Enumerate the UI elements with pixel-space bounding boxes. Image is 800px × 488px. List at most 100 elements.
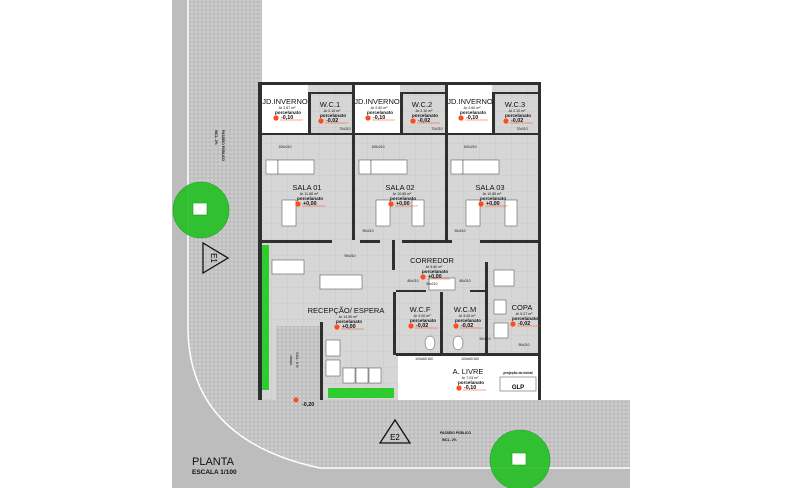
room-name: A. LIVRE bbox=[453, 367, 484, 376]
room-name: JD.INVERNO bbox=[262, 97, 308, 106]
jd-inverno-3 bbox=[448, 85, 492, 133]
room-level: -0,10 bbox=[373, 115, 385, 121]
door-size-label: 80x210 bbox=[426, 282, 437, 286]
glp-label: GLP bbox=[512, 385, 524, 391]
room-name: W.C.2 bbox=[412, 100, 432, 109]
jd-inverno-2 bbox=[355, 85, 400, 133]
ramp-slope: INCL. 8.% bbox=[295, 352, 299, 367]
sidewalk-label-side: PASSEIO PÚBLICO bbox=[221, 130, 226, 161]
curb-line bbox=[187, 0, 630, 469]
roof-projection-label: projeção do beiral bbox=[503, 371, 532, 375]
level-marker-icon bbox=[408, 323, 414, 329]
room-area: Ar 2.10 m² bbox=[324, 109, 342, 113]
walls bbox=[258, 82, 541, 400]
room-level: -0,02 bbox=[511, 118, 523, 124]
level-marker-icon bbox=[295, 201, 301, 207]
level-marker-icon bbox=[334, 324, 340, 330]
door-size-label: 100x60/160 bbox=[415, 357, 433, 361]
sidewalk-label: PASSEIO PÚBLICO bbox=[440, 430, 471, 435]
door-size-label: 70x210 bbox=[431, 127, 442, 131]
jd-inverno-1 bbox=[262, 85, 308, 133]
tree-icon bbox=[172, 181, 551, 488]
level-marker-icon bbox=[453, 323, 459, 329]
planter-left bbox=[262, 245, 269, 390]
room-area: Ar 2.60 m² bbox=[371, 106, 389, 110]
level-marker-icon bbox=[478, 201, 484, 207]
door-size-label: 80x210 bbox=[407, 279, 418, 283]
level-marker-icon bbox=[510, 321, 516, 327]
room-name: COPA bbox=[512, 303, 533, 312]
room-finish: porcelanato bbox=[460, 110, 486, 115]
room-area: Ar 10.85 m² bbox=[483, 192, 503, 196]
room-finish: porcelanato bbox=[512, 316, 538, 321]
door-size-label: 70x210 bbox=[339, 127, 350, 131]
access-ramp bbox=[276, 326, 320, 400]
public-sidewalk bbox=[188, 0, 630, 468]
level-marker-icon bbox=[503, 118, 509, 124]
ramp-level: -0,20 bbox=[302, 402, 314, 408]
door-size-label: 90x210 bbox=[518, 343, 529, 347]
room-name: SALA 01 bbox=[292, 183, 321, 192]
room-level: +0,00 bbox=[342, 324, 356, 330]
room-area: Ar 10.85 m² bbox=[393, 192, 413, 196]
door-size-label: 90x210 bbox=[344, 254, 355, 258]
svg-text:E2: E2 bbox=[390, 433, 400, 442]
room-name: W.C.1 bbox=[320, 100, 340, 109]
room-finish: porcelanato bbox=[367, 110, 393, 115]
door-size-label: 100x210 bbox=[371, 145, 384, 149]
svg-text:E1: E1 bbox=[209, 253, 218, 263]
room-area: Ar 2.60 m² bbox=[464, 106, 482, 110]
room-level: -0,02 bbox=[461, 323, 473, 329]
room-finish: porcelanato bbox=[412, 113, 438, 118]
room-finish: porcelanato bbox=[297, 196, 323, 201]
level-marker-icon bbox=[365, 115, 371, 121]
room-finish: porcelanato bbox=[275, 110, 301, 115]
level-marker-icon bbox=[410, 118, 416, 124]
level-marker-icon bbox=[420, 274, 426, 280]
room-name: W.C.M bbox=[454, 305, 477, 314]
level-marker-icon bbox=[458, 115, 464, 121]
room-area: Ar 14.50 m² bbox=[339, 315, 359, 319]
room-name: SALA 03 bbox=[475, 183, 504, 192]
sidewalk-slope: INCL. 2% bbox=[442, 438, 457, 442]
door-size-label: 90x210 bbox=[454, 229, 465, 233]
room-level: +0,00 bbox=[486, 201, 500, 207]
room-area: Ar 5.27 m² bbox=[516, 312, 534, 316]
room-area: Ar 3.00 m² bbox=[459, 314, 477, 318]
elevation-marker-e2: E2 bbox=[378, 418, 412, 444]
room-area: Ar 2.87 m² bbox=[279, 106, 297, 110]
room-name: W.C.F bbox=[410, 305, 431, 314]
room-area: Ar 2.10 m² bbox=[509, 109, 527, 113]
room-name: SALA 02 bbox=[385, 183, 414, 192]
door-size-label: 90x210 bbox=[362, 229, 373, 233]
room-name: W.C.3 bbox=[505, 100, 525, 109]
level-marker-icon bbox=[388, 201, 394, 207]
room-finish: porcelanato bbox=[505, 113, 531, 118]
room-level: -0,02 bbox=[416, 323, 428, 329]
door-size-label: 80x210 bbox=[459, 279, 470, 283]
room-area: Ar 7.03 m² bbox=[462, 376, 480, 380]
room-level: +0,00 bbox=[428, 274, 442, 280]
level-marker-icon bbox=[318, 118, 324, 124]
room-finish: porcelanato bbox=[422, 269, 448, 274]
road bbox=[172, 0, 630, 488]
room-finish: porcelanato bbox=[336, 319, 362, 324]
level-marker-icon bbox=[456, 385, 462, 391]
room-finish: porcelanato bbox=[390, 196, 416, 201]
room-area: Ar 11.88 m² bbox=[300, 192, 319, 196]
drawing-scale: ESCALA 1/100 bbox=[192, 469, 237, 476]
room-finish: porcelanato bbox=[480, 196, 506, 201]
room-area: Ar 3.00 m² bbox=[414, 314, 432, 318]
door-size-label: 70x210 bbox=[516, 127, 527, 131]
planter-bottom bbox=[328, 388, 394, 398]
room-area: Ar 2.10 m² bbox=[416, 109, 434, 113]
room-finish: porcelanato bbox=[410, 318, 436, 323]
door-size-label: 100x60/160 bbox=[461, 357, 479, 361]
room-level: -0,10 bbox=[466, 115, 478, 121]
furniture bbox=[265, 159, 537, 392]
level-marker-icon bbox=[273, 115, 279, 121]
room-name: CORREDOR bbox=[410, 256, 454, 265]
room-finish: porcelanato bbox=[455, 318, 481, 323]
room-level: -0,02 bbox=[518, 321, 530, 327]
